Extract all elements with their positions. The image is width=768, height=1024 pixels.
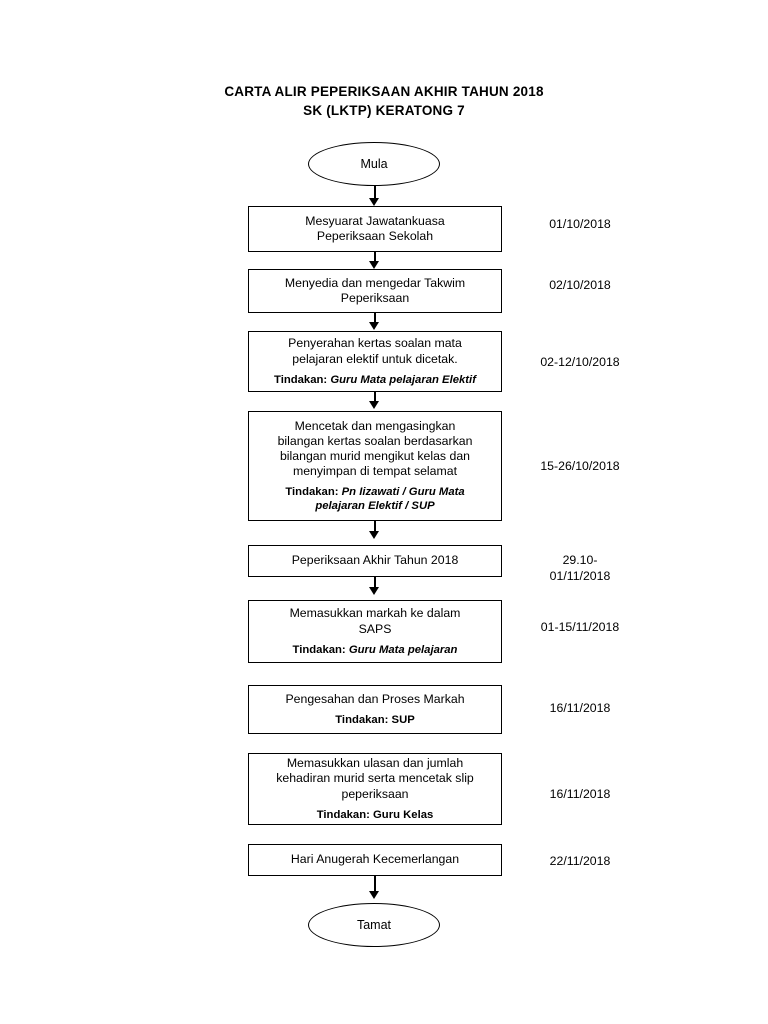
title-line-1: CARTA ALIR PEPERIKSAAN AKHIR TAHUN 2018	[224, 84, 544, 99]
step-9-body: Hari Anugerah Kecemerlangan	[290, 852, 460, 867]
step-6-date: 01-15/11/2018	[540, 620, 620, 634]
process-box-step-1: Mesyuarat Jawatankuasa Peperiksaan Sekol…	[248, 206, 502, 252]
step-4-date: 15-26/10/2018	[540, 459, 620, 473]
step-6-action-role: Guru Mata pelajaran	[348, 643, 458, 656]
process-box-step-2: Menyedia dan mengedar Takwim Peperiksaan	[248, 269, 502, 313]
end-label: Tamat	[356, 917, 392, 932]
step-4-action-role: Pn Iizawati / Guru Mata pelajaran Elekti…	[315, 486, 465, 513]
process-box-step-5: Peperiksaan Akhir Tahun 2018	[248, 545, 502, 577]
step-3-date: 02-12/10/2018	[540, 355, 620, 369]
step-7-action-label: Tindakan:	[335, 714, 389, 727]
arrowhead-step-3-to-step-4	[369, 401, 379, 409]
connector-start-to-step-1	[374, 186, 376, 200]
arrowhead-step-4-to-step-5	[369, 531, 379, 539]
process-box-step-9: Hari Anugerah Kecemerlangan	[248, 844, 502, 876]
step-3-action-label: Tindakan:	[274, 373, 328, 386]
step-4-action: Tindakan: Pn Iizawati / Guru Mata pelaja…	[285, 485, 464, 513]
start-label: Mula	[360, 156, 388, 171]
connector-step-3-to-step-4	[374, 392, 376, 403]
step-8-body: Memasukkan ulasan dan jumlah kehadiran m…	[276, 756, 474, 801]
step-1-body: Mesyuarat Jawatankuasa Peperiksaan Sekol…	[305, 213, 445, 243]
arrowhead-step-5-to-step-6	[369, 587, 379, 595]
step-2-body: Menyedia dan mengedar Takwim Peperiksaan	[284, 275, 466, 305]
step-6-action-label: Tindakan:	[292, 643, 346, 656]
process-box-step-8: Memasukkan ulasan dan jumlah kehadiran m…	[248, 753, 502, 825]
step-8-action-label: Tindakan:	[316, 808, 370, 821]
process-box-step-6: Memasukkan markah ke dalam SAPS Tindakan…	[248, 600, 502, 663]
connector-step-2-to-step-3	[374, 313, 376, 324]
end-terminator: Tamat	[308, 903, 440, 947]
title-line-2: SK (LKTP) KERATONG 7	[303, 103, 465, 118]
step-4-action-label: Tindakan:	[285, 486, 339, 499]
step-8-action: Tindakan: Guru Kelas	[317, 808, 434, 822]
step-9-date: 22/11/2018	[549, 854, 611, 868]
step-6-action: Tindakan: Guru Mata pelajaran	[293, 643, 458, 657]
arrowhead-step-2-to-step-3	[369, 322, 379, 330]
step-3-action-role: Guru Mata pelajaran Elektif	[330, 373, 476, 386]
connector-step-4-to-step-5	[374, 521, 376, 533]
process-box-step-7: Pengesahan dan Proses Markah Tindakan: S…	[248, 685, 502, 734]
page-title: CARTA ALIR PEPERIKSAAN AKHIR TAHUN 2018 …	[0, 82, 768, 120]
process-box-step-4: Mencetak dan mengasingkan bilangan kerta…	[248, 411, 502, 521]
step-6-body: Memasukkan markah ke dalam SAPS	[289, 606, 461, 636]
step-7-action-role: SUP	[391, 714, 415, 727]
connector-step-9-to-end	[374, 876, 376, 894]
step-5-body: Peperiksaan Akhir Tahun 2018	[291, 553, 459, 568]
step-8-action-role: Guru Kelas	[373, 808, 434, 821]
step-3-body: Penyerahan kertas soalan mata pelajaran …	[288, 336, 462, 366]
process-box-step-3: Penyerahan kertas soalan mata pelajaran …	[248, 331, 502, 392]
step-7-action: Tindakan: SUP	[335, 713, 415, 727]
step-5-date: 29.10- 01/11/2018	[549, 553, 611, 583]
arrowhead-step-1-to-step-2	[369, 261, 379, 269]
step-4-body: Mencetak dan mengasingkan bilangan kerta…	[277, 418, 473, 479]
step-8-date: 16/11/2018	[549, 787, 611, 801]
start-terminator: Mula	[308, 142, 440, 186]
arrowhead-step-9-to-end	[369, 891, 379, 899]
arrowhead-start-to-step-1	[369, 198, 379, 206]
step-7-date: 16/11/2018	[549, 701, 611, 715]
step-7-body: Pengesahan dan Proses Markah	[285, 691, 465, 706]
connector-step-1-to-step-2	[374, 252, 376, 264]
step-3-action: Tindakan: Guru Mata pelajaran Elektif	[274, 373, 476, 387]
step-1-date: 01/10/2018	[549, 217, 611, 231]
step-2-date: 02/10/2018	[549, 278, 611, 292]
connector-step-5-to-step-6	[374, 577, 376, 589]
